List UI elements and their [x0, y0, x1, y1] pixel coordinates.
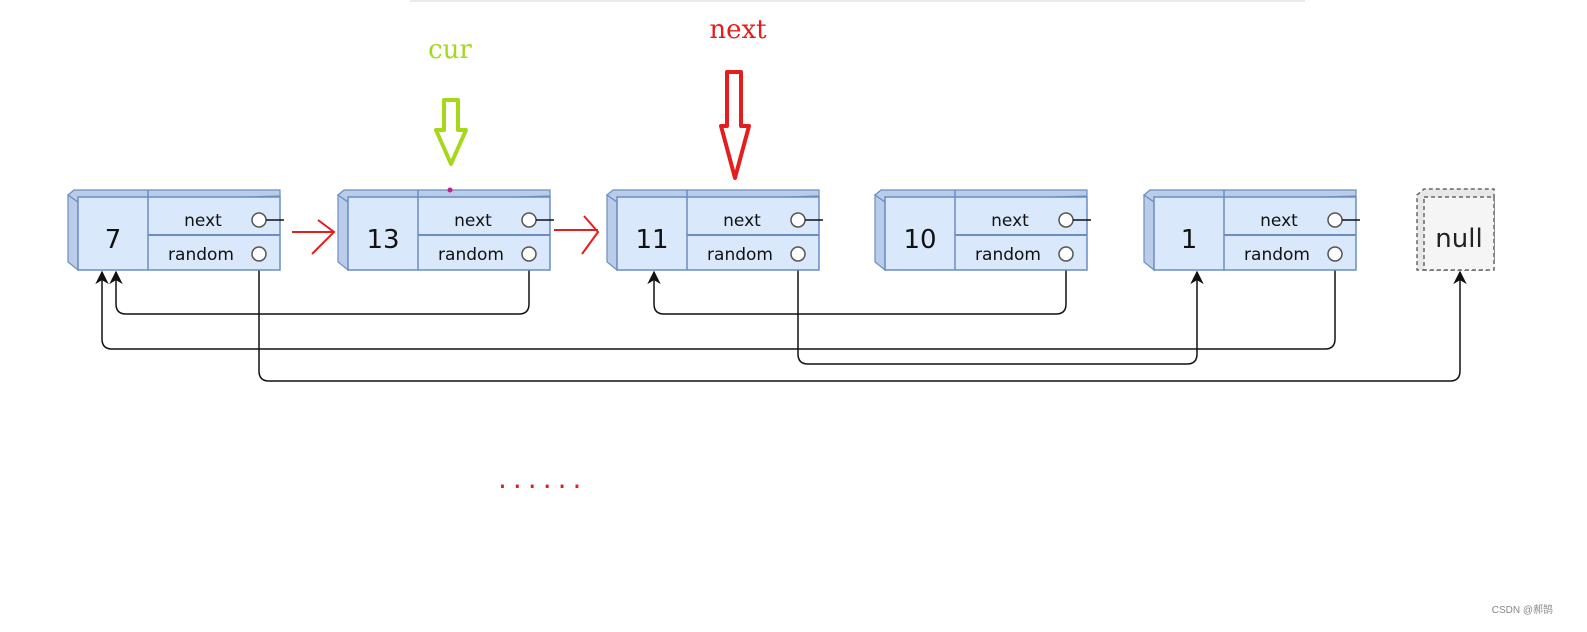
random-port-icon	[521, 246, 537, 262]
random-links	[95, 261, 1467, 382]
ellipsis: ......	[498, 462, 587, 495]
node-value: 13	[366, 225, 399, 255]
node-random-label: random	[1244, 245, 1310, 265]
list-nodes: 7 next random 13 next random 11 next random 10 nex…	[67, 189, 1360, 272]
node-value: 1	[1181, 225, 1198, 255]
node-next-label: next	[991, 211, 1029, 231]
list-node: 13 next random	[337, 189, 554, 272]
next-port-icon	[790, 212, 806, 228]
random-port-icon	[1058, 246, 1074, 262]
red-arrow-13-to-11	[554, 215, 600, 255]
null-node: null	[1416, 188, 1495, 271]
top-shadow-bar	[410, 0, 1305, 2]
node-next-label: next	[1260, 211, 1298, 231]
cur-arrow-icon	[434, 98, 468, 166]
random-link-arrow	[109, 261, 530, 315]
random-port-icon	[1327, 246, 1343, 262]
next-port-icon	[1327, 212, 1343, 228]
next-port-icon	[1058, 212, 1074, 228]
node-next-label: next	[723, 211, 761, 231]
random-link-arrow	[647, 261, 1067, 315]
cur-label: cur	[428, 35, 472, 65]
list-node: 7 next random	[67, 189, 284, 272]
random-port-icon	[790, 246, 806, 262]
list-node: 11 next random	[606, 189, 823, 272]
node-random-label: random	[168, 245, 234, 265]
red-next-arrows	[292, 215, 600, 255]
next-pointer-label: next	[709, 15, 767, 45]
random-link-arrow	[797, 261, 1204, 365]
cur-pointer: cur	[428, 35, 472, 193]
node-value: 11	[635, 225, 668, 255]
random-port-icon	[251, 246, 267, 262]
next-pointer: next	[709, 15, 767, 180]
node-next-label: next	[454, 211, 492, 231]
next-arrow-icon	[719, 70, 751, 180]
list-node: 10 next random	[874, 189, 1091, 272]
list-node: 1 next random	[1143, 189, 1360, 272]
null-label: null	[1435, 224, 1482, 254]
random-link-arrow	[95, 261, 1336, 350]
node-random-label: random	[707, 245, 773, 265]
random-link-arrow	[258, 261, 1467, 382]
node-random-label: random	[975, 245, 1041, 265]
node-value: 10	[903, 225, 936, 255]
node-next-label: next	[184, 211, 222, 231]
node-value: 7	[105, 225, 122, 255]
next-port-icon	[251, 212, 267, 228]
node-random-label: random	[438, 245, 504, 265]
next-port-icon	[521, 212, 537, 228]
red-arrow-7-to-13	[292, 219, 336, 255]
watermark: CSDN @郝鹄	[1491, 605, 1553, 616]
